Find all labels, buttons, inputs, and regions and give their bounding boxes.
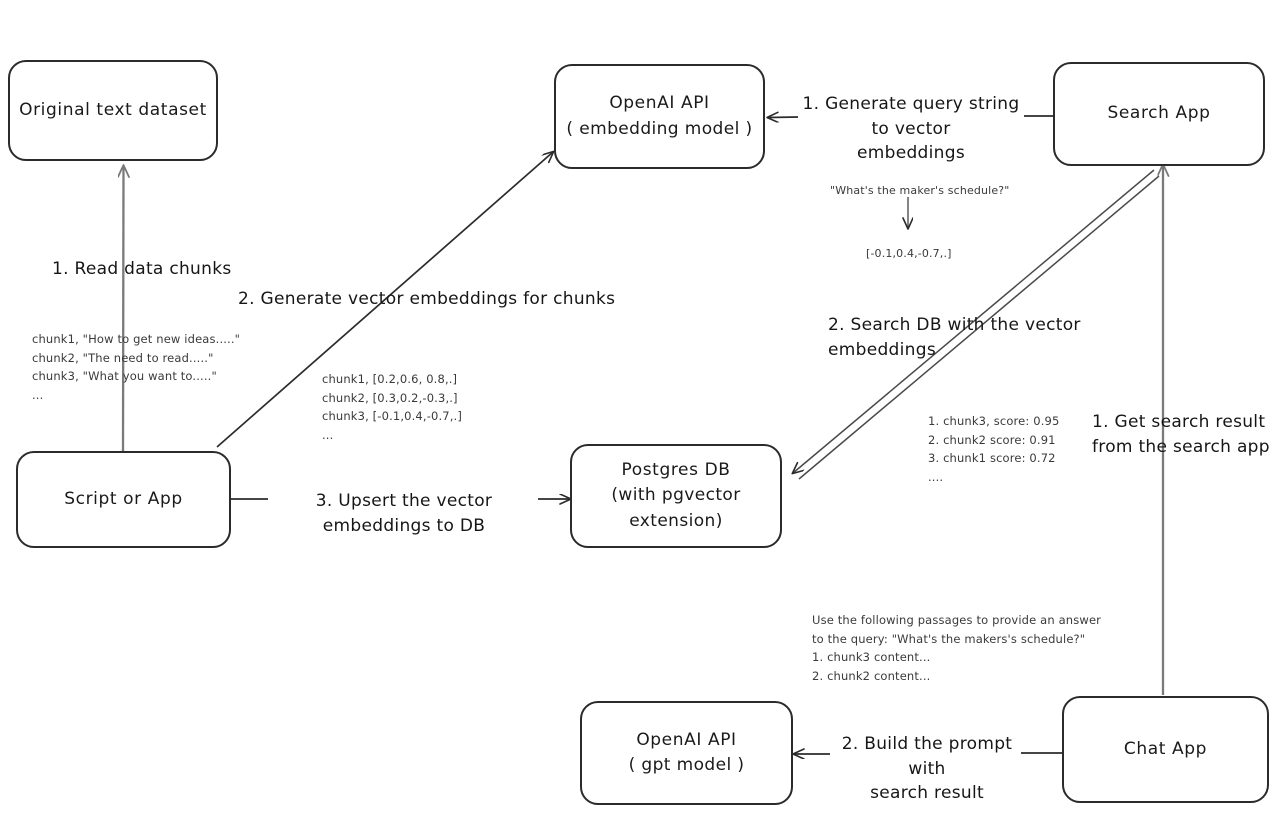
edge-label-upsert-to-db: 3. Upsert the vector embeddings to DB xyxy=(315,491,493,536)
edge-label-read-data-chunks: 1. Read data chunks xyxy=(52,259,232,279)
node-chat-app[interactable]: Chat App xyxy=(1062,696,1269,803)
node-label: Chat App xyxy=(1123,738,1208,759)
node-sublabel: ( embedding model ) xyxy=(566,118,753,139)
node-postgres-db[interactable]: Postgres DB (with pgvector extension) xyxy=(570,444,782,548)
node-original-text-dataset[interactable]: Original text dataset xyxy=(8,60,218,161)
node-sublabel: ( gpt model ) xyxy=(628,755,745,775)
node-label: Original text dataset xyxy=(19,99,207,120)
edge-label-get-search-result: 1. Get search result from the search app xyxy=(1092,412,1270,457)
note-query-text: "What's the maker's schedule?" xyxy=(830,184,1010,197)
node-script-or-app[interactable]: Script or App xyxy=(16,451,231,548)
node-label: Search App xyxy=(1107,103,1211,124)
node-label: OpenAI API xyxy=(636,729,737,750)
edge-label-search-db: 2. Search DB with the vector embeddings xyxy=(828,315,1081,360)
note-query-vector: [-0.1,0.4,-0.7,.] xyxy=(866,247,952,260)
node-openai-api-gpt-model[interactable]: OpenAI API ( gpt model ) xyxy=(580,701,793,805)
edge-label-build-prompt: 2. Build the prompt with search result xyxy=(841,734,1013,804)
node-openai-api-embedding-model[interactable]: OpenAI API ( embedding model ) xyxy=(554,64,765,169)
note-raw-chunks: chunk1, "How to get new ideas....." chun… xyxy=(32,332,241,402)
node-label: Script or App xyxy=(64,488,183,509)
note-prompt-text: Use the following passages to provide an… xyxy=(812,613,1102,683)
connector-read-data-chunks xyxy=(123,166,124,457)
note-chunk-embeddings: chunk1, [0.2,0.6, 0.8,.] chunk2, [0.3,0.… xyxy=(322,372,462,442)
edge-label-generate-query-string: 1. Generate query string to vector embed… xyxy=(802,94,1020,164)
node-label: Postgres DB xyxy=(621,459,731,480)
node-label: OpenAI API xyxy=(609,93,710,113)
node-search-app[interactable]: Search App xyxy=(1053,62,1265,166)
node-sublabel: (with pgvector extension) xyxy=(611,485,741,531)
edge-label-generate-vector-embeddings: 2. Generate vector embeddings for chunks xyxy=(238,289,616,309)
note-search-results: 1. chunk3, score: 0.95 2. chunk2 score: … xyxy=(928,414,1060,484)
